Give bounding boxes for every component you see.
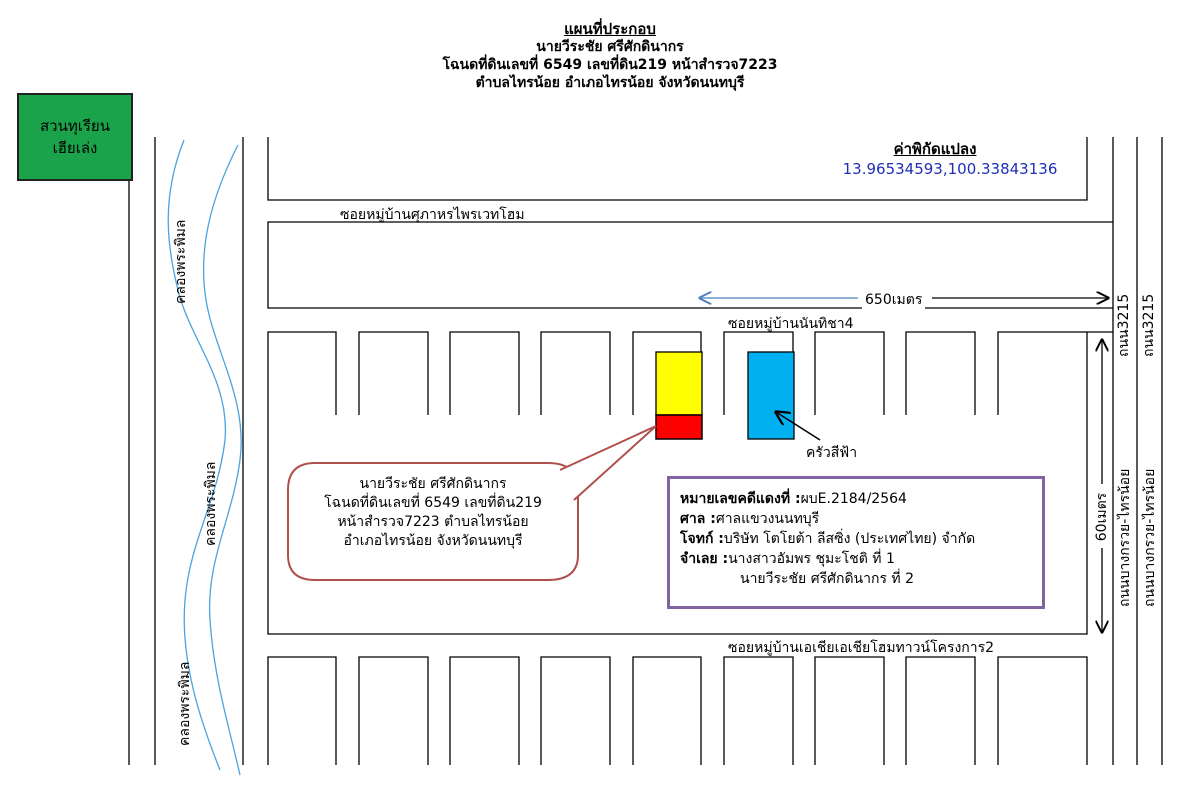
owner-name: นายวีระชัย ศรีศักดินากร bbox=[536, 39, 684, 55]
distance-60-label: 60เมตร bbox=[1094, 492, 1110, 542]
court-value: ศาลแขวงนนทบุรี bbox=[715, 511, 820, 527]
defendant-value-2: นายวีระชัย ศรีศักดินากร ที่ 2 bbox=[740, 571, 915, 587]
callout-text: นายวีระชัย ศรีศักดินากร โฉนดที่ดินเลขที่… bbox=[288, 475, 578, 551]
map-title: แผนที่ประกอบ bbox=[564, 20, 656, 38]
callout-pointer bbox=[559, 425, 657, 501]
callout-line2: โฉนดที่ดินเลขที่ 6549 เลขที่ดิน219 bbox=[324, 495, 542, 511]
soi-top-label: ซอยหมู่บ้านศุภาหรไพรเวทโฮม bbox=[340, 207, 525, 223]
case-info-box: หมายเลขคดีแดงที่ :ผบE.2184/2564 ศาล :ศาล… bbox=[667, 476, 1045, 609]
road-bangkruai-label-1: ถนนบางกรวย-ไทรน้อย bbox=[1117, 468, 1133, 607]
distance-650-label: 650เมตร bbox=[862, 289, 926, 311]
defendant-line: จำเลย :นางสาวอัมพร ชุมะโชติ ที่ 1 bbox=[680, 549, 1042, 569]
case-number-label: หมายเลขคดีแดงที่ : bbox=[680, 491, 801, 507]
plaintiff-label: โจทก์ : bbox=[680, 531, 724, 547]
durian-park-box: สวนทุเรียน เฮียเล่ง bbox=[17, 93, 133, 181]
case-number-value: ผบE.2184/2564 bbox=[800, 491, 907, 507]
callout-line4: อำเภอไทรน้อย จังหวัดนนทบุรี bbox=[343, 533, 523, 549]
plaintiff-value: บริษัท โตโยต้า ลีสซิ่ง (ประเทศไทย) จำกัด bbox=[723, 531, 976, 547]
court-line: ศาล :ศาลแขวงนนทบุรี bbox=[680, 509, 1042, 529]
canal-water-left bbox=[167, 139, 227, 771]
coordinates-title: ค่าพิกัดแปลง bbox=[893, 140, 977, 158]
soi-bottom-label: ซอยหมู่บ้านเอเชียเอเชียโฮมทาวน์โครงการ2 bbox=[728, 640, 995, 656]
title-block: แผนที่ประกอบ นายวีระชัย ศรีศักดินากร โฉน… bbox=[380, 20, 840, 92]
coordinates-value: 13.96534593,100.33843136 bbox=[842, 160, 1058, 178]
plaintiff-line: โจทก์ :บริษัท โตโยต้า ลีสซิ่ง (ประเทศไทย… bbox=[680, 529, 1042, 549]
callout-line3: หน้าสำรวจ7223 ตำบลไทรน้อย bbox=[337, 514, 529, 530]
callout-line1: นายวีระชัย ศรีศักดินากร bbox=[359, 476, 507, 492]
park-label-line2: เฮียเล่ง bbox=[52, 139, 98, 157]
road-bangkruai-label-2: ถนนบางกรวย-ไทรน้อย bbox=[1142, 468, 1158, 607]
lower-lot-row bbox=[267, 656, 1088, 765]
court-label: ศาล : bbox=[680, 511, 716, 527]
defendant-value-1: นางสาวอัมพร ชุมะโชติ ที่ 1 bbox=[728, 551, 895, 567]
canal-label-middle: คลองพระพิมล bbox=[203, 461, 219, 547]
blue-house-marker bbox=[747, 351, 795, 440]
canal-water-right bbox=[202, 144, 242, 776]
soi-middle-label: ซอยหมู่บ้านนันทิชา4 bbox=[728, 316, 854, 332]
canal-label-top: คลองพระพิมล bbox=[173, 219, 189, 305]
location-info: ตำบลไทรน้อย อำเภอไทรน้อย จังหวัดนนทบุรี bbox=[475, 75, 745, 91]
blue-house-label: ครัวสีฟ้า bbox=[806, 445, 858, 461]
upper-lot-row bbox=[358, 331, 1087, 415]
case-number-line: หมายเลขคดีแดงที่ :ผบE.2184/2564 bbox=[680, 489, 1042, 509]
defendant-label: จำเลย : bbox=[680, 551, 729, 567]
road-3215-label-2: ถนน3215 bbox=[1141, 293, 1157, 357]
blue-house-arrow bbox=[776, 412, 821, 441]
target-plot-red bbox=[655, 414, 703, 440]
deed-info: โฉนดที่ดินเลขที่ 6549 เลขที่ดิน219 หน้าส… bbox=[442, 57, 778, 73]
road-3215-label-1: ถนน3215 bbox=[1116, 293, 1132, 357]
second-block bbox=[267, 221, 1113, 309]
defendant-line-2: นายวีระชัย ศรีศักดินากร ที่ 2 bbox=[680, 569, 1042, 589]
canal-label-bottom: คลองพระพิมล bbox=[177, 661, 193, 747]
park-label-line1: สวนทุเรียน bbox=[40, 117, 110, 135]
target-plot-yellow bbox=[655, 351, 703, 416]
top-block bbox=[267, 137, 1088, 201]
